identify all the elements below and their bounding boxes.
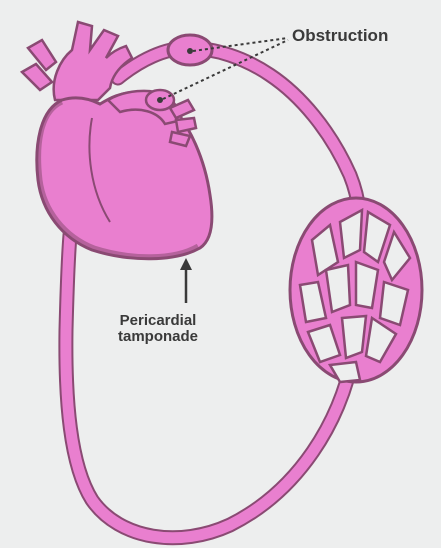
tamponade-label-line2: tamponade [118, 329, 198, 345]
arrow-up-icon [180, 258, 192, 303]
pericardial-tamponade-label: Pericardial tamponade [118, 313, 198, 345]
obstruction-sites [146, 35, 212, 110]
capillary-bed-icon [290, 198, 422, 382]
obstruction-label: Obstruction [292, 27, 388, 45]
great-vessels [54, 22, 132, 100]
tamponade-label-line1: Pericardial [118, 313, 198, 329]
